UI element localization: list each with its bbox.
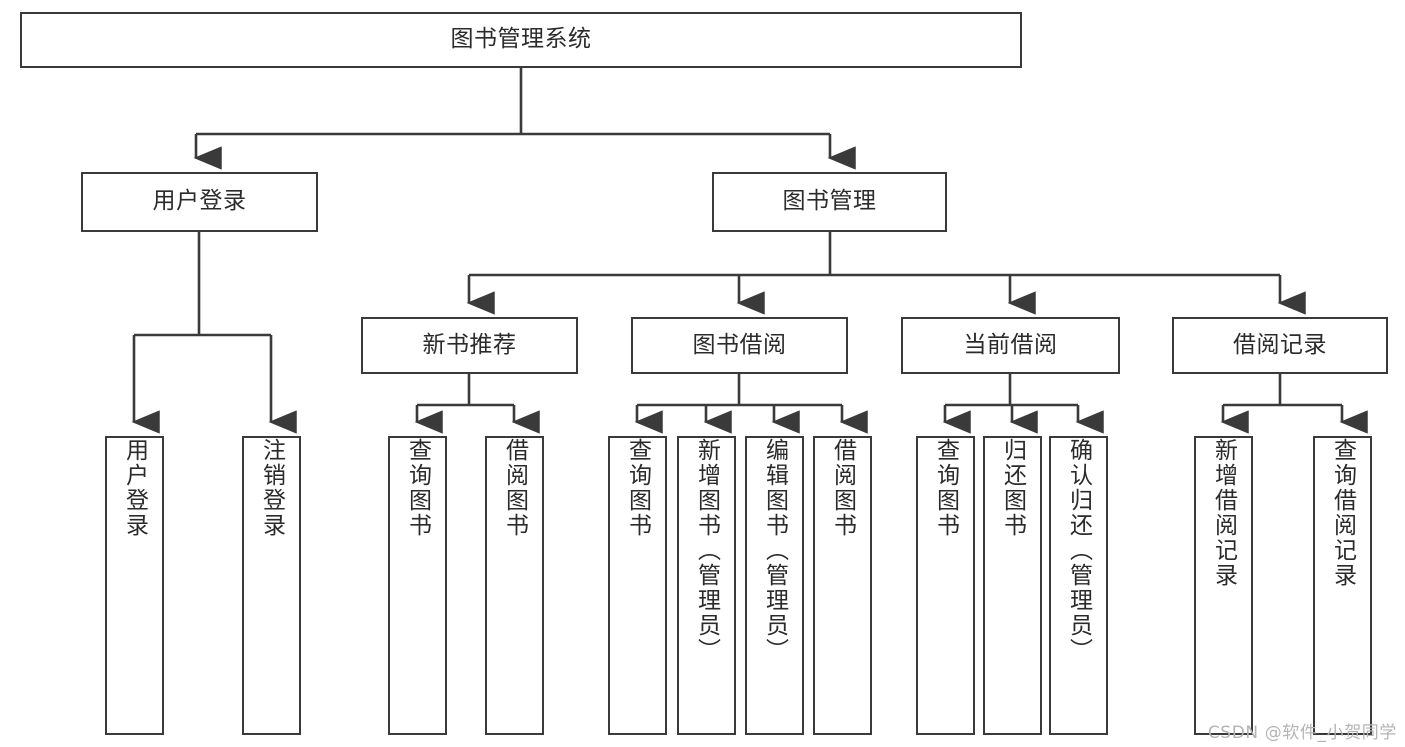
node-label: 查询借阅记录 — [1329, 438, 1356, 588]
node-label: 借阅图书 — [501, 438, 528, 538]
leaf-confirm-return-admin[interactable]: 确认归还（管理员） — [1049, 436, 1108, 735]
node-current-borrowing[interactable]: 当前借阅 — [901, 317, 1120, 374]
node-label: 新增图书（管理员） — [693, 438, 720, 663]
node-label: 查询图书 — [624, 438, 651, 538]
node-label: 编辑图书（管理员） — [761, 438, 788, 663]
node-label: 确认归还（管理员） — [1065, 438, 1092, 663]
node-book-management[interactable]: 图书管理 — [712, 172, 947, 232]
leaf-borrow-books-recommend[interactable]: 借阅图书 — [485, 436, 544, 735]
leaf-add-borrow-record[interactable]: 新增借阅记录 — [1194, 436, 1253, 735]
node-label: 借阅记录 — [1233, 331, 1327, 358]
leaf-borrow-books-borrow[interactable]: 借阅图书 — [813, 436, 872, 735]
leaf-query-borrow-record[interactable]: 查询借阅记录 — [1313, 436, 1372, 735]
leaf-query-books-borrow[interactable]: 查询图书 — [608, 436, 667, 735]
node-label: 图书借阅 — [692, 331, 787, 358]
node-label: 图书管理系统 — [450, 26, 592, 53]
node-label: 查询图书 — [932, 438, 959, 538]
node-user-login[interactable]: 用户登录 — [81, 172, 318, 232]
node-borrow-records[interactable]: 借阅记录 — [1172, 317, 1388, 374]
leaf-user-login[interactable]: 用户登录 — [105, 436, 164, 735]
node-label: 新增借阅记录 — [1210, 438, 1237, 588]
leaf-add-book-admin[interactable]: 新增图书（管理员） — [677, 436, 736, 735]
watermark: CSDN @软件_小贺同学 — [1207, 723, 1397, 743]
leaf-logout[interactable]: 注销登录 — [242, 436, 301, 735]
node-label: 用户登录 — [152, 188, 247, 215]
node-label: 查询图书 — [404, 438, 431, 538]
leaf-return-books[interactable]: 归还图书 — [983, 436, 1042, 735]
node-label: 归还图书 — [999, 438, 1026, 538]
leaf-edit-book-admin[interactable]: 编辑图书（管理员） — [745, 436, 804, 735]
node-label: 用户登录 — [121, 438, 148, 538]
node-label: 当前借阅 — [963, 331, 1058, 358]
node-label: 新书推荐 — [422, 331, 517, 358]
node-root-book-management-system[interactable]: 图书管理系统 — [20, 12, 1022, 68]
node-new-book-recommendation[interactable]: 新书推荐 — [361, 317, 578, 374]
node-book-borrowing[interactable]: 图书借阅 — [631, 317, 848, 374]
node-label: 图书管理 — [782, 188, 877, 215]
node-label: 注销登录 — [258, 438, 285, 538]
leaf-query-books-recommend[interactable]: 查询图书 — [388, 436, 447, 735]
leaf-query-books-current[interactable]: 查询图书 — [916, 436, 975, 735]
node-label: 借阅图书 — [829, 438, 856, 538]
